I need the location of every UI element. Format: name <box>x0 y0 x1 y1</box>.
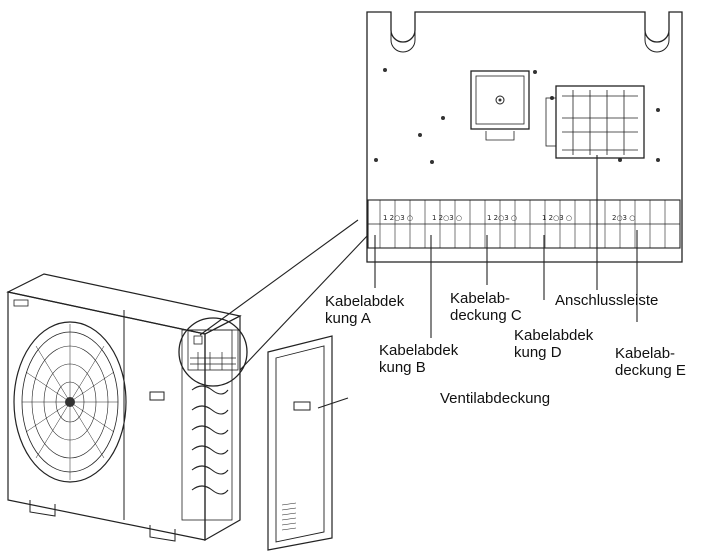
zoom-circle <box>178 317 248 387</box>
label-cable-cover-b: Kabelabdek kung B <box>379 342 459 376</box>
terminal-block-4-text: 1 2○3 ○ <box>542 214 572 222</box>
cable-cover-row: 1 2○3 ○ 1 2○3 ○ 1 2○3 ○ 1 2○3 ○ 2○3 ○ <box>367 199 681 249</box>
terminal-block-5-text: 2○3 ○ <box>612 214 635 222</box>
outdoor-unit <box>6 273 242 542</box>
terminal-block-3-text: 1 2○3 ○ <box>487 214 517 222</box>
leader-lines <box>199 155 638 409</box>
label-cable-cover-a: Kabelabdek kung A <box>325 293 405 327</box>
mounting-plate <box>366 11 683 263</box>
terminal-block-1-text: 1 2○3 ○ <box>383 214 413 222</box>
label-cable-cover-e: Kabelab- deckung E <box>615 345 686 379</box>
valve-cover-panel <box>267 335 333 551</box>
label-valve-cover: Ventilabdeckung <box>440 390 551 407</box>
label-cable-cover-d: Kabelabdek kung D <box>514 327 594 361</box>
label-cable-cover-c: Kabelab- deckung C <box>450 290 522 324</box>
terminal-block-2-text: 1 2○3 ○ <box>432 214 462 222</box>
label-terminal-strip: Anschlussleiste <box>555 292 659 309</box>
